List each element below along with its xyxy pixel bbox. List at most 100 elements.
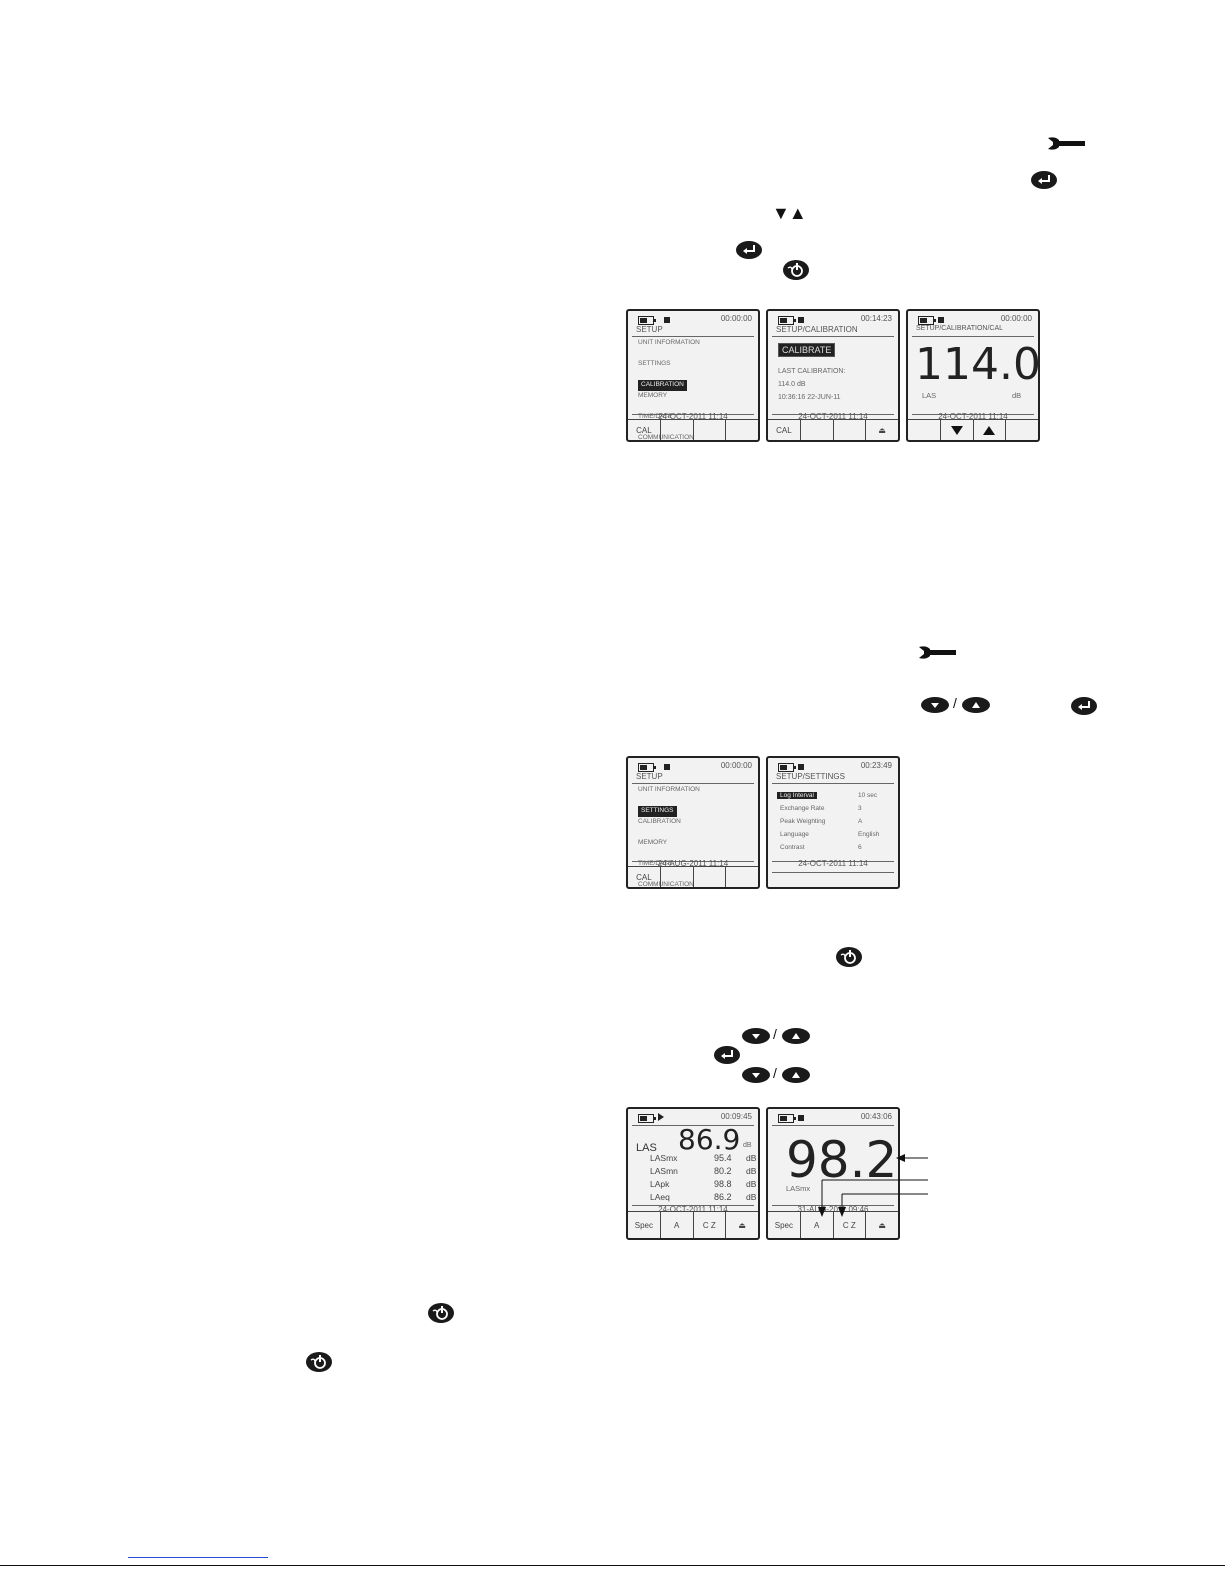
date-line: 24-OCT-2011 11:14 <box>938 412 1008 421</box>
down-arrow-icon <box>950 425 963 435</box>
enter-button-icon <box>1030 170 1058 190</box>
menu-item[interactable]: UNIT INFORMATION <box>638 786 700 793</box>
lcd-screen-single-value: 00:43:06 98.2 LASmx 31-AUG-2011 09:46 Sp… <box>766 1107 900 1240</box>
screen-title: SETUP <box>636 772 663 781</box>
menu-item[interactable]: MEMORY <box>638 838 668 846</box>
main-measure-unit: dB <box>743 1142 752 1149</box>
footer-link-underline[interactable] <box>128 1557 268 1558</box>
setting-name: Language <box>780 831 809 838</box>
setting-name[interactable]: Log Interval <box>777 792 817 799</box>
softkey-up[interactable] <box>974 420 1007 440</box>
measure-label: LAS <box>922 391 937 400</box>
clock: 00:00:00 <box>720 314 752 323</box>
battery-icon <box>638 316 656 325</box>
menu-item[interactable]: TIME/DATE <box>638 859 673 867</box>
screen-title: SETUP <box>636 325 663 334</box>
main-measure-label: LAS <box>636 1142 657 1154</box>
setting-name: Exchange Rate <box>780 805 825 812</box>
softkey-2[interactable]: A <box>661 1212 694 1238</box>
softkey-4[interactable] <box>726 867 758 887</box>
enter-button-icon <box>713 1045 741 1065</box>
softkey-4[interactable]: ⏏ <box>878 425 886 435</box>
menu-item[interactable]: UNIT INFORMATION <box>638 339 700 346</box>
wrench-icon <box>917 645 957 661</box>
down-button-icon <box>920 696 950 714</box>
softkey-down[interactable] <box>941 420 974 440</box>
softkey-1[interactable]: CAL <box>628 420 661 440</box>
date-line: 24-OCT-2011 11:14 <box>658 1205 728 1214</box>
lcd-screen-calibrate-value: 00:00:00 SETUP/CALIBRATION/CAL 114.0 LAS… <box>906 309 1040 442</box>
menu-item[interactable]: SETTINGS <box>638 806 677 817</box>
lcd-screen-calibration: 00:14:23 SETUP/CALIBRATION CALIBRATE LAS… <box>766 309 900 442</box>
measure-name: LASmx <box>650 1153 678 1163</box>
measure-unit: dB <box>746 1192 757 1202</box>
softkey-3[interactable]: C Z <box>834 1212 867 1238</box>
measure-value: 86.2 <box>714 1192 732 1202</box>
softkey-2[interactable] <box>661 420 694 440</box>
screen-title: SETUP/CALIBRATION/CAL <box>916 325 1004 332</box>
battery-icon <box>638 763 656 772</box>
softkey-4[interactable] <box>1006 420 1038 440</box>
softkey-1[interactable]: Spec <box>628 1212 661 1238</box>
softkey-3[interactable]: C Z <box>694 1212 727 1238</box>
battery-icon <box>778 316 796 325</box>
menu-item[interactable]: CALIBRATION <box>638 817 681 825</box>
setting-value: English <box>858 831 880 838</box>
last-calibration-time: 10:36:16 22-JUN-11 <box>778 394 841 401</box>
date-line: 24-AUG-2011 11:14 <box>657 859 729 868</box>
menu-item[interactable]: CALIBRATION <box>638 380 687 391</box>
softkey-bar: CAL <box>628 866 758 887</box>
menu-item[interactable]: COMMUNICATION <box>638 880 694 888</box>
clock: 00:00:00 <box>1000 314 1032 323</box>
menu-item[interactable]: MEMORY <box>638 391 668 399</box>
enter-button-icon <box>1070 696 1098 716</box>
measure-name: LApk <box>650 1179 670 1189</box>
setting-value: 6 <box>858 844 862 851</box>
measure-unit: dB <box>746 1153 757 1163</box>
down-button-icon <box>741 1027 771 1045</box>
softkey-2[interactable] <box>661 867 694 887</box>
record-indicator-icon <box>664 317 670 323</box>
softkey-4[interactable]: ⏏ <box>878 1220 886 1230</box>
power-button-icon <box>782 259 810 281</box>
softkey-4[interactable]: ⏏ <box>738 1220 746 1230</box>
up-button-icon <box>781 1027 811 1045</box>
battery-icon <box>638 1114 656 1123</box>
softkey-1[interactable] <box>908 420 941 440</box>
power-button-icon <box>835 946 863 968</box>
battery-icon <box>778 763 796 772</box>
clock: 00:00:00 <box>720 761 752 770</box>
clock: 00:09:45 <box>720 1112 752 1121</box>
softkey-3[interactable] <box>834 420 867 440</box>
softkey-2[interactable] <box>801 420 834 440</box>
menu-item[interactable]: SETTINGS <box>638 360 671 367</box>
main-measure-value: 86.9 <box>678 1123 741 1156</box>
softkey-2[interactable]: A <box>801 1212 834 1238</box>
softkey-3[interactable] <box>694 420 727 440</box>
menu-item[interactable]: TIME/DATE <box>638 412 673 420</box>
lcd-screen-setup: 00:00:00 SETUP UNIT INFORMATION SETTINGS C… <box>626 309 760 442</box>
softkey-1[interactable]: CAL <box>628 867 661 887</box>
softkey-1[interactable]: CAL <box>768 420 801 440</box>
battery-icon <box>778 1114 796 1123</box>
measure-unit: dB <box>746 1166 757 1176</box>
measure-name: LASmn <box>650 1166 678 1176</box>
softkey-1[interactable]: Spec <box>768 1212 801 1238</box>
softkey-3[interactable] <box>694 867 727 887</box>
up-button-icon <box>961 696 991 714</box>
up-arrow-icon <box>983 425 996 435</box>
setting-value: 10 sec <box>858 792 878 799</box>
calibrate-option: CALIBRATE <box>778 343 836 357</box>
slash-separator: / <box>953 695 957 711</box>
wrench-icon <box>1046 136 1086 152</box>
setting-name: Peak Weighting <box>780 818 826 825</box>
clock: 00:14:23 <box>860 314 892 323</box>
record-indicator-icon <box>938 317 944 323</box>
slash-separator: / <box>773 1065 777 1081</box>
menu-item[interactable]: COMMUNICATION <box>638 433 694 441</box>
softkey-4[interactable] <box>726 420 758 440</box>
